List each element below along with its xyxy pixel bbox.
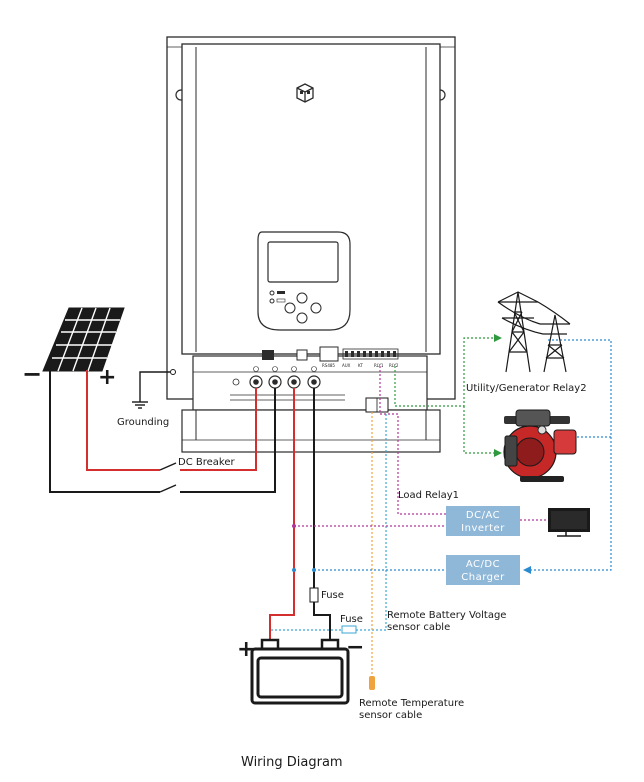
rs485-label: RS485 bbox=[322, 363, 335, 368]
remote-voltage-sensor: Fuse Remote Battery Voltage sensor cable bbox=[271, 400, 506, 634]
load-relay-label: Load Relay1 bbox=[398, 490, 459, 501]
charger-label-1: AC/DC bbox=[466, 559, 500, 570]
pv-negative-wire bbox=[49, 370, 160, 493]
battery-inner bbox=[256, 656, 344, 699]
charger-label-2: Charger bbox=[461, 572, 505, 583]
base-plate bbox=[181, 409, 441, 453]
dc-breaker-switch-neg bbox=[159, 484, 177, 493]
dc-breaker-label: DC Breaker bbox=[178, 457, 235, 468]
grounding-label: Grounding bbox=[117, 417, 169, 428]
menu-button[interactable] bbox=[284, 302, 296, 314]
pv-neg-terminal bbox=[249, 366, 263, 389]
battery-positive-sign: + bbox=[237, 637, 255, 662]
dc-breaker-switch-pos bbox=[159, 462, 177, 471]
enter-button[interactable] bbox=[310, 302, 322, 314]
grounding-terminal bbox=[232, 378, 240, 386]
ground-icon bbox=[132, 401, 148, 409]
kt-label: KT bbox=[358, 363, 363, 368]
battery-wiring: Fuse bbox=[269, 388, 344, 645]
solar-panel: − + bbox=[22, 307, 125, 390]
up-button[interactable] bbox=[296, 292, 308, 304]
inverter-label-2: Inverter bbox=[461, 523, 505, 534]
charger-box: AC/DC Charger bbox=[446, 555, 520, 585]
pv-positive-sign: + bbox=[98, 365, 116, 390]
solar-panel-frame bbox=[42, 307, 125, 372]
charge-controller: RS485 AUX KT RLY1 RLY2 bbox=[166, 36, 456, 453]
charger-wiring bbox=[292, 339, 612, 574]
fuse-sensor-label: Fuse bbox=[340, 614, 363, 625]
down-button[interactable] bbox=[296, 312, 308, 324]
power-pylon-icon bbox=[497, 291, 571, 373]
status-led-2 bbox=[269, 298, 275, 304]
terminal-icon-box bbox=[262, 350, 274, 360]
battery: + − bbox=[237, 635, 364, 705]
pv-wiring: DC Breaker bbox=[49, 370, 276, 493]
utility-relay-label: Utility/Generator Relay2 bbox=[466, 383, 587, 394]
inverter-box: DC/AC Inverter bbox=[446, 506, 520, 536]
battery-negative-sign: − bbox=[346, 635, 364, 660]
remote-voltage-label-2: sensor cable bbox=[387, 622, 450, 633]
battery-positive-wire bbox=[269, 388, 295, 645]
relay2-wiring: Utility/Generator Relay2 bbox=[394, 334, 587, 457]
status-led-1 bbox=[269, 290, 275, 296]
remote-temp-label-2: sensor cable bbox=[359, 710, 422, 721]
remote-temp-label-1: Remote Temperature bbox=[359, 698, 464, 709]
rly2-label: RLY2 bbox=[389, 363, 399, 368]
remote-temp-sensor: Remote Temperature sensor cable bbox=[359, 397, 464, 721]
generator-icon bbox=[503, 409, 577, 482]
aux-label: AUX bbox=[342, 363, 351, 368]
diagram-title: Wiring Diagram bbox=[241, 755, 343, 770]
pv-positive-wire bbox=[86, 370, 160, 471]
fuse-main bbox=[309, 587, 319, 603]
pv-pos-terminal bbox=[268, 366, 282, 389]
fuse-sensor bbox=[341, 625, 357, 634]
load-relay1-wiring: Load Relay1 bbox=[292, 366, 548, 528]
rly1-label: RLY1 bbox=[374, 363, 384, 368]
brand-logo-icon bbox=[296, 83, 314, 103]
lcd-screen bbox=[267, 241, 339, 283]
inverter-label-1: DC/AC bbox=[466, 510, 500, 521]
grounding: Grounding bbox=[117, 369, 176, 428]
tv-load-icon bbox=[548, 508, 590, 537]
fuse-main-label: Fuse bbox=[321, 590, 344, 601]
rs485-port bbox=[319, 346, 339, 362]
remote-voltage-label-1: Remote Battery Voltage bbox=[387, 610, 506, 621]
temperature-probe bbox=[369, 676, 375, 690]
pv-negative-sign: − bbox=[22, 360, 42, 388]
info-icon-box bbox=[296, 349, 308, 361]
